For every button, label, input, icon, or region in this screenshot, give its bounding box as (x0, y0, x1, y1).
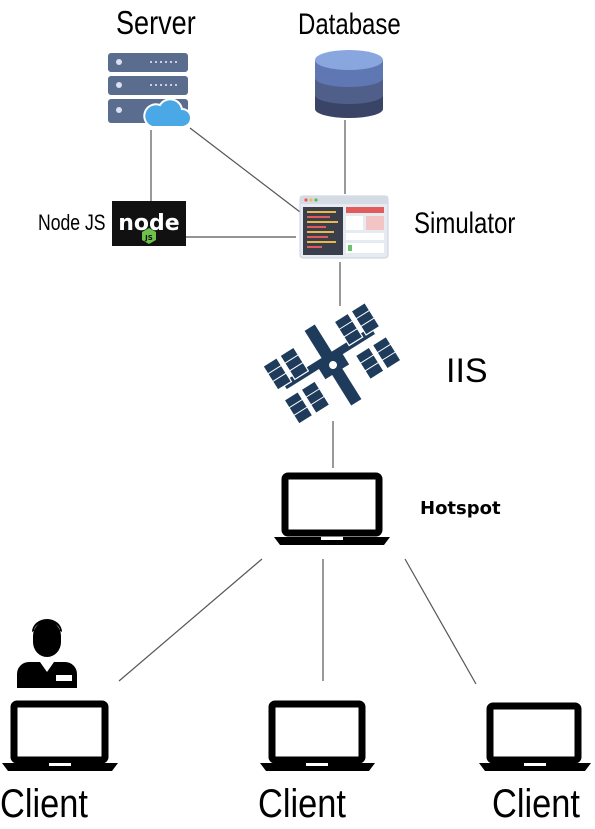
laptop-icon (274, 472, 390, 545)
edge-server-simulator (189, 127, 301, 213)
simulator-icon (299, 195, 389, 259)
edge-hotspot-client1 (118, 558, 263, 682)
cloud-icon (143, 98, 192, 128)
laptop-icon (479, 702, 591, 771)
connectors (118, 120, 477, 685)
nodejs-logo: node JS (112, 201, 186, 246)
iis-label: IIS (446, 352, 488, 390)
server-label: Server (116, 4, 196, 41)
database-label: Database (298, 8, 401, 41)
server-icon (108, 53, 192, 128)
user-icon (17, 619, 77, 688)
client-label-2: Client (258, 782, 346, 826)
client-label-3: Client (492, 782, 580, 826)
database-icon (315, 50, 383, 118)
hotspot-label: Hotspot (420, 498, 501, 519)
edge-hotspot-client3 (404, 558, 477, 685)
simulator-label: Simulator (414, 207, 516, 240)
nodejs-label: Node JS (38, 210, 106, 235)
client-label-1: Client (0, 782, 88, 826)
laptop-icon (2, 700, 118, 771)
nodejs-badge: JS (144, 234, 153, 242)
laptop-icon (260, 700, 375, 771)
satellite-icon (262, 301, 402, 425)
